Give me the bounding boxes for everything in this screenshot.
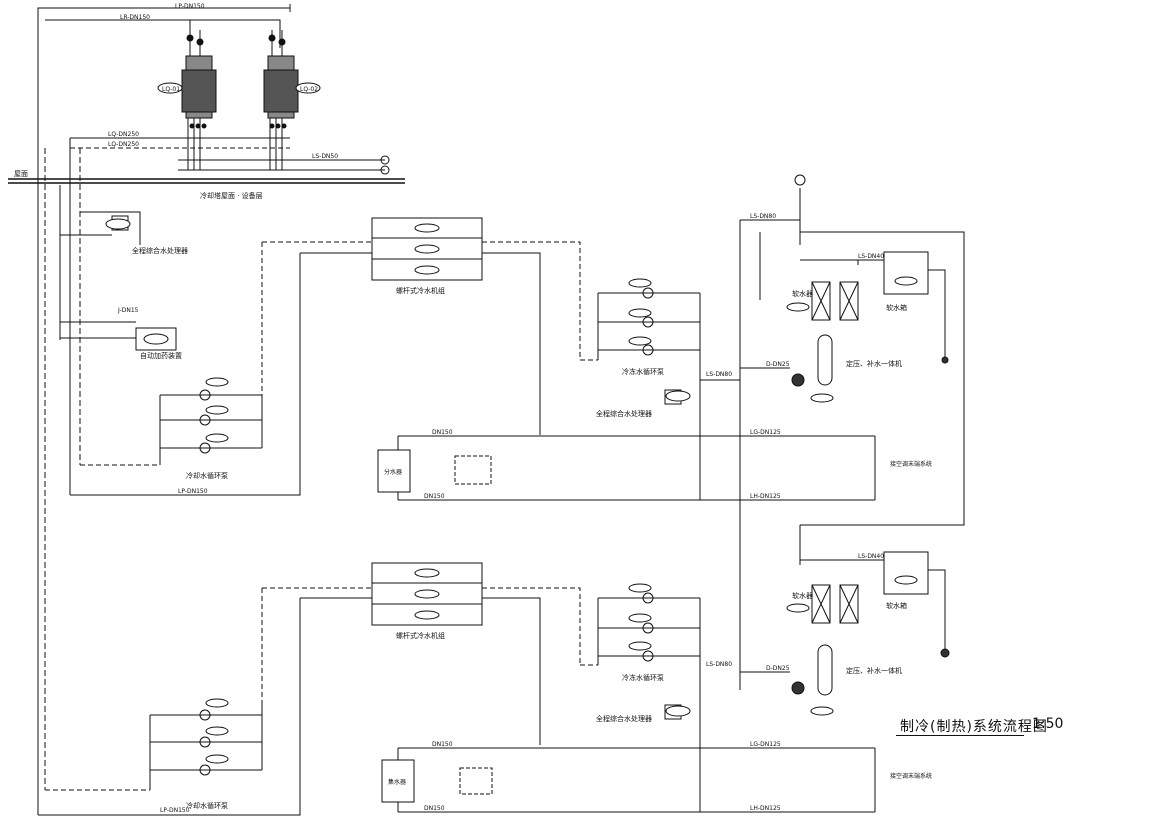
label-roof: 屋面 [14, 170, 28, 178]
expansion-unit-1 [791, 334, 834, 403]
pipe-lr-top: LR-DN150 [120, 14, 150, 21]
cooling-tower-1 [157, 30, 217, 170]
pipe-lp-bottom: LP-DN150 [178, 488, 208, 495]
softener-1 [786, 281, 859, 321]
drawing-scale: 1:50 [1032, 716, 1064, 732]
pipe-lq250a: LQ-DN250 [108, 131, 139, 138]
pipe-ls80-top: LS-DN80 [750, 213, 776, 220]
cooling-pumps-1 [80, 377, 263, 466]
label-pump-chilled-1: 冷冻水循环泵 [622, 367, 664, 376]
pipe-lq250b: LQ-DN250 [108, 141, 139, 148]
pipe-d25-1: D-DN25 [766, 361, 790, 368]
label-water-treat-1: 全程综合水处理器 [132, 246, 188, 255]
pipe-lh125-2: LH-DN125 [750, 805, 781, 812]
pipe-dn150-b: DN150 [424, 493, 445, 500]
label-exp-2: 定压、补水一体机 [846, 666, 902, 675]
pipe-ls40-2: LS-DN40 [858, 553, 884, 560]
label-chiller-2: 螺杆式冷水机组 [396, 631, 445, 640]
soft-tank-1 [883, 251, 929, 295]
pipe-j-dn15: J-DN15 [117, 307, 139, 314]
softener-2 [786, 584, 859, 624]
label-chem-dosing: 自动加药装置 [140, 351, 182, 360]
pipe-outer-left [37, 7, 290, 815]
label-water-treat-2: 全程综合水处理器 [596, 409, 652, 418]
label-exp-1: 定压、补水一体机 [846, 359, 902, 368]
pipe-lh125-1: LH-DN125 [750, 493, 781, 500]
chiller-2 [371, 562, 483, 626]
pipe-ls40-1: LS-DN40 [858, 253, 884, 260]
pipe-lg125-2: LG-DN125 [750, 741, 781, 748]
pipe-d25-2: D-DN25 [766, 665, 790, 672]
pipe-ls80-2: LS-DN80 [706, 661, 732, 668]
drawing-title: 制冷(制热)系统流程图 [900, 719, 1048, 735]
cooling-pumps-2 [45, 698, 263, 791]
chem-dosing [135, 327, 177, 351]
pipe-dn150-d: DN150 [424, 805, 445, 812]
soft-tank-2 [883, 551, 929, 595]
expansion-unit-2 [791, 644, 834, 716]
pipe-lp-top: LP-DN150 [175, 3, 205, 10]
pipe-ls50: LS-DN50 [312, 153, 338, 160]
label-ct-floor: 冷却塔屋面 · 设备层 [200, 191, 263, 200]
pipe-dn150-c: DN150 [432, 741, 453, 748]
label-dist-2: 集水器 [388, 778, 406, 786]
label-terminal-2: 接空调末端系统 [890, 772, 932, 780]
label-chiller-1: 螺杆式冷水机组 [396, 286, 445, 295]
label-dist-1: 分水器 [384, 468, 402, 476]
distributor-1 [377, 449, 411, 493]
tag-ct1: LQ-01 [162, 86, 180, 93]
tag-ct2: LQ-02 [300, 86, 318, 93]
pipe-lp-bottom-2: LP-DN150 [160, 807, 190, 814]
label-pump-cooling-1: 冷却水循环泵 [186, 471, 228, 480]
cooling-tower-2 [263, 30, 321, 170]
title-underline [896, 735, 1024, 736]
label-tank-2: 软水箱 [886, 601, 907, 610]
pipe-ls80-1: LS-DN80 [706, 371, 732, 378]
label-softener-1: 软水器 [792, 289, 813, 298]
label-water-treat-3: 全程综合水处理器 [596, 714, 652, 723]
pipe-lg125-1: LG-DN125 [750, 429, 781, 436]
label-pump-chilled-2: 冷冻水循环泵 [622, 673, 664, 682]
label-pump-cooling-2: 冷却水循环泵 [186, 801, 228, 810]
label-tank-1: 软水箱 [886, 303, 907, 312]
chilled-pumps-2 [580, 583, 701, 812]
pipe-dn150-a: DN150 [432, 429, 453, 436]
label-softener-2: 软水器 [792, 591, 813, 600]
chilled-pumps-1 [580, 278, 701, 500]
label-terminal-1: 接空调末端系统 [890, 460, 932, 468]
chiller-1 [371, 217, 483, 281]
